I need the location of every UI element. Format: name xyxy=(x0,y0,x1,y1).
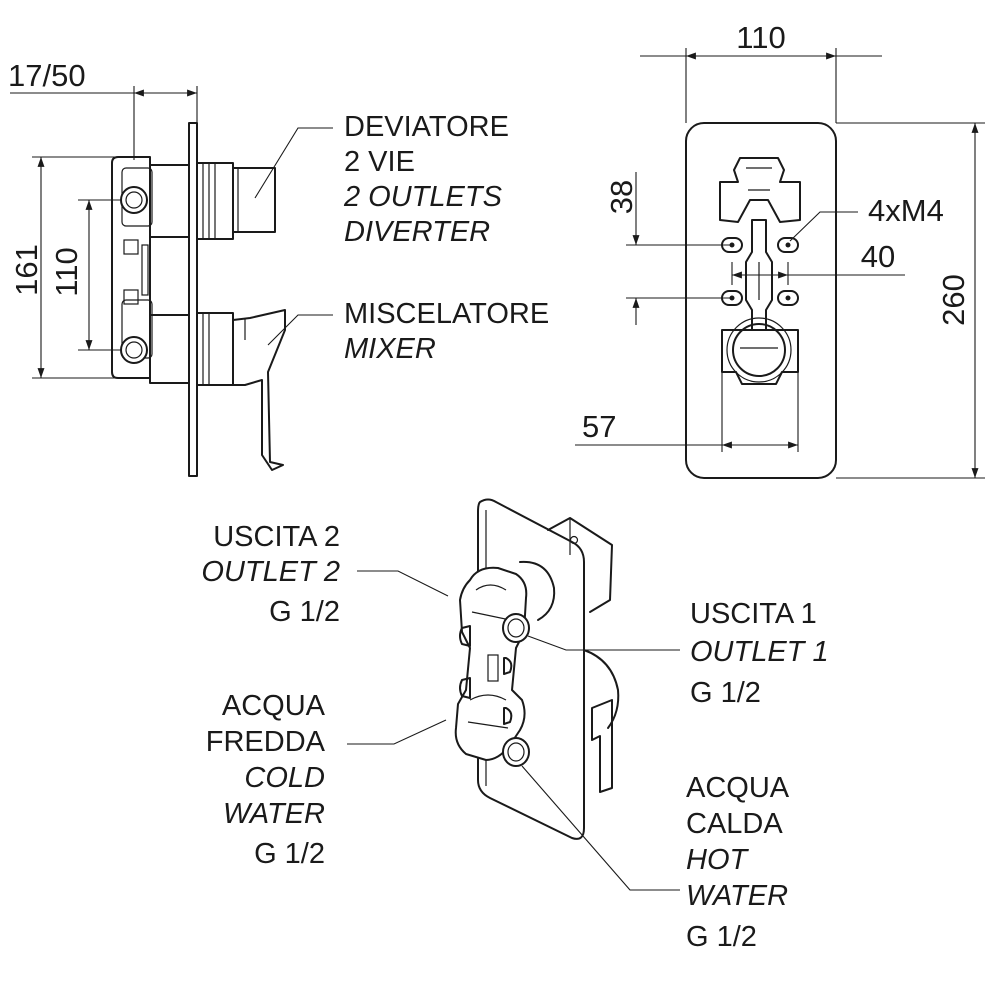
label-diverter-it-1: DEVIATORE xyxy=(344,111,509,143)
label-diverter-en-2: DIVERTER xyxy=(344,216,490,248)
iso-diverter-knob xyxy=(519,560,556,621)
label-outlet2-en: OUTLET 2 xyxy=(201,556,340,588)
label-hot-it-1: ACQUA xyxy=(686,772,790,804)
front-dimensions: 110 260 38 40 4xM4 57 xyxy=(575,20,985,479)
label-hot-it-2: CALDA xyxy=(686,808,783,840)
mixer-cartridge xyxy=(149,314,190,384)
dim-screw-spacing-v: 38 xyxy=(604,180,639,214)
leader-screws xyxy=(789,211,858,242)
iso-mixer-lever xyxy=(591,699,613,793)
label-outlet1-it: USCITA 1 xyxy=(690,598,817,630)
iso-hot-port xyxy=(502,737,530,767)
iso-mixer-dome xyxy=(583,649,620,729)
leader-outlet2 xyxy=(357,570,449,597)
isometric-view xyxy=(454,498,620,840)
dim-depth: 17/50 xyxy=(8,58,86,93)
label-hot-thread: G 1/2 xyxy=(686,921,757,953)
label-mixer-it: MISCELATORE xyxy=(344,298,549,330)
leader-diverter xyxy=(254,127,333,199)
front-lower-fitting xyxy=(721,329,799,385)
side-dimensions: 17/50 161 110 xyxy=(8,58,198,379)
label-outlet2-thread: G 1/2 xyxy=(269,596,340,628)
side-view xyxy=(111,122,286,477)
leader-outlet1 xyxy=(527,635,680,651)
dim-height-body: 161 xyxy=(9,244,44,296)
iso-labels: USCITA 2 OUTLET 2 G 1/2 USCITA 1 OUTLET … xyxy=(201,521,828,953)
leader-cold xyxy=(347,719,447,745)
mixer-lever xyxy=(232,309,286,471)
dim-screw-spacing-h: 40 xyxy=(861,239,895,274)
screw-tab-br xyxy=(777,290,799,306)
label-outlet1-thread: G 1/2 xyxy=(690,677,761,709)
leader-hot xyxy=(521,765,680,891)
dim-plate-width: 110 xyxy=(736,20,785,55)
iso-plate xyxy=(477,498,585,840)
label-outlet2-it: USCITA 2 xyxy=(213,521,340,553)
side-wall-plate xyxy=(188,122,198,477)
dim-cutout-width: 57 xyxy=(582,409,616,444)
leader-mixer xyxy=(267,314,333,346)
dim-screws: 4xM4 xyxy=(868,193,944,228)
diverter-cartridge xyxy=(149,164,190,238)
label-cold-thread: G 1/2 xyxy=(254,838,325,870)
side-lower-port xyxy=(120,336,148,364)
front-upper-fitting xyxy=(719,157,801,223)
label-outlet1-en: OUTLET 1 xyxy=(690,636,829,668)
front-plate xyxy=(685,122,837,479)
label-hot-en-1: HOT xyxy=(686,844,750,876)
label-cold-en-2: WATER xyxy=(223,798,325,830)
screw-tab-tr xyxy=(777,237,799,253)
side-labels: DEVIATORE 2 VIE 2 OUTLETS DIVERTER MISCE… xyxy=(254,111,549,365)
side-upper-port xyxy=(120,186,148,214)
diverter-knob xyxy=(232,167,276,233)
label-cold-it-1: ACQUA xyxy=(222,690,326,722)
dim-plate-height: 260 xyxy=(936,274,971,326)
dim-axis-spacing: 110 xyxy=(49,247,84,296)
label-cold-it-2: FREDDA xyxy=(206,726,326,758)
label-hot-en-2: WATER xyxy=(686,880,788,912)
iso-valve-body xyxy=(454,566,528,761)
label-diverter-it-2: 2 VIE xyxy=(344,146,415,178)
iso-rear-box xyxy=(547,517,613,613)
label-cold-en-1: COLD xyxy=(244,762,325,794)
iso-outlet1-port xyxy=(502,613,530,643)
front-view xyxy=(685,122,837,479)
label-mixer-en: MIXER xyxy=(344,333,436,365)
label-diverter-en-1: 2 OUTLETS xyxy=(343,181,503,213)
